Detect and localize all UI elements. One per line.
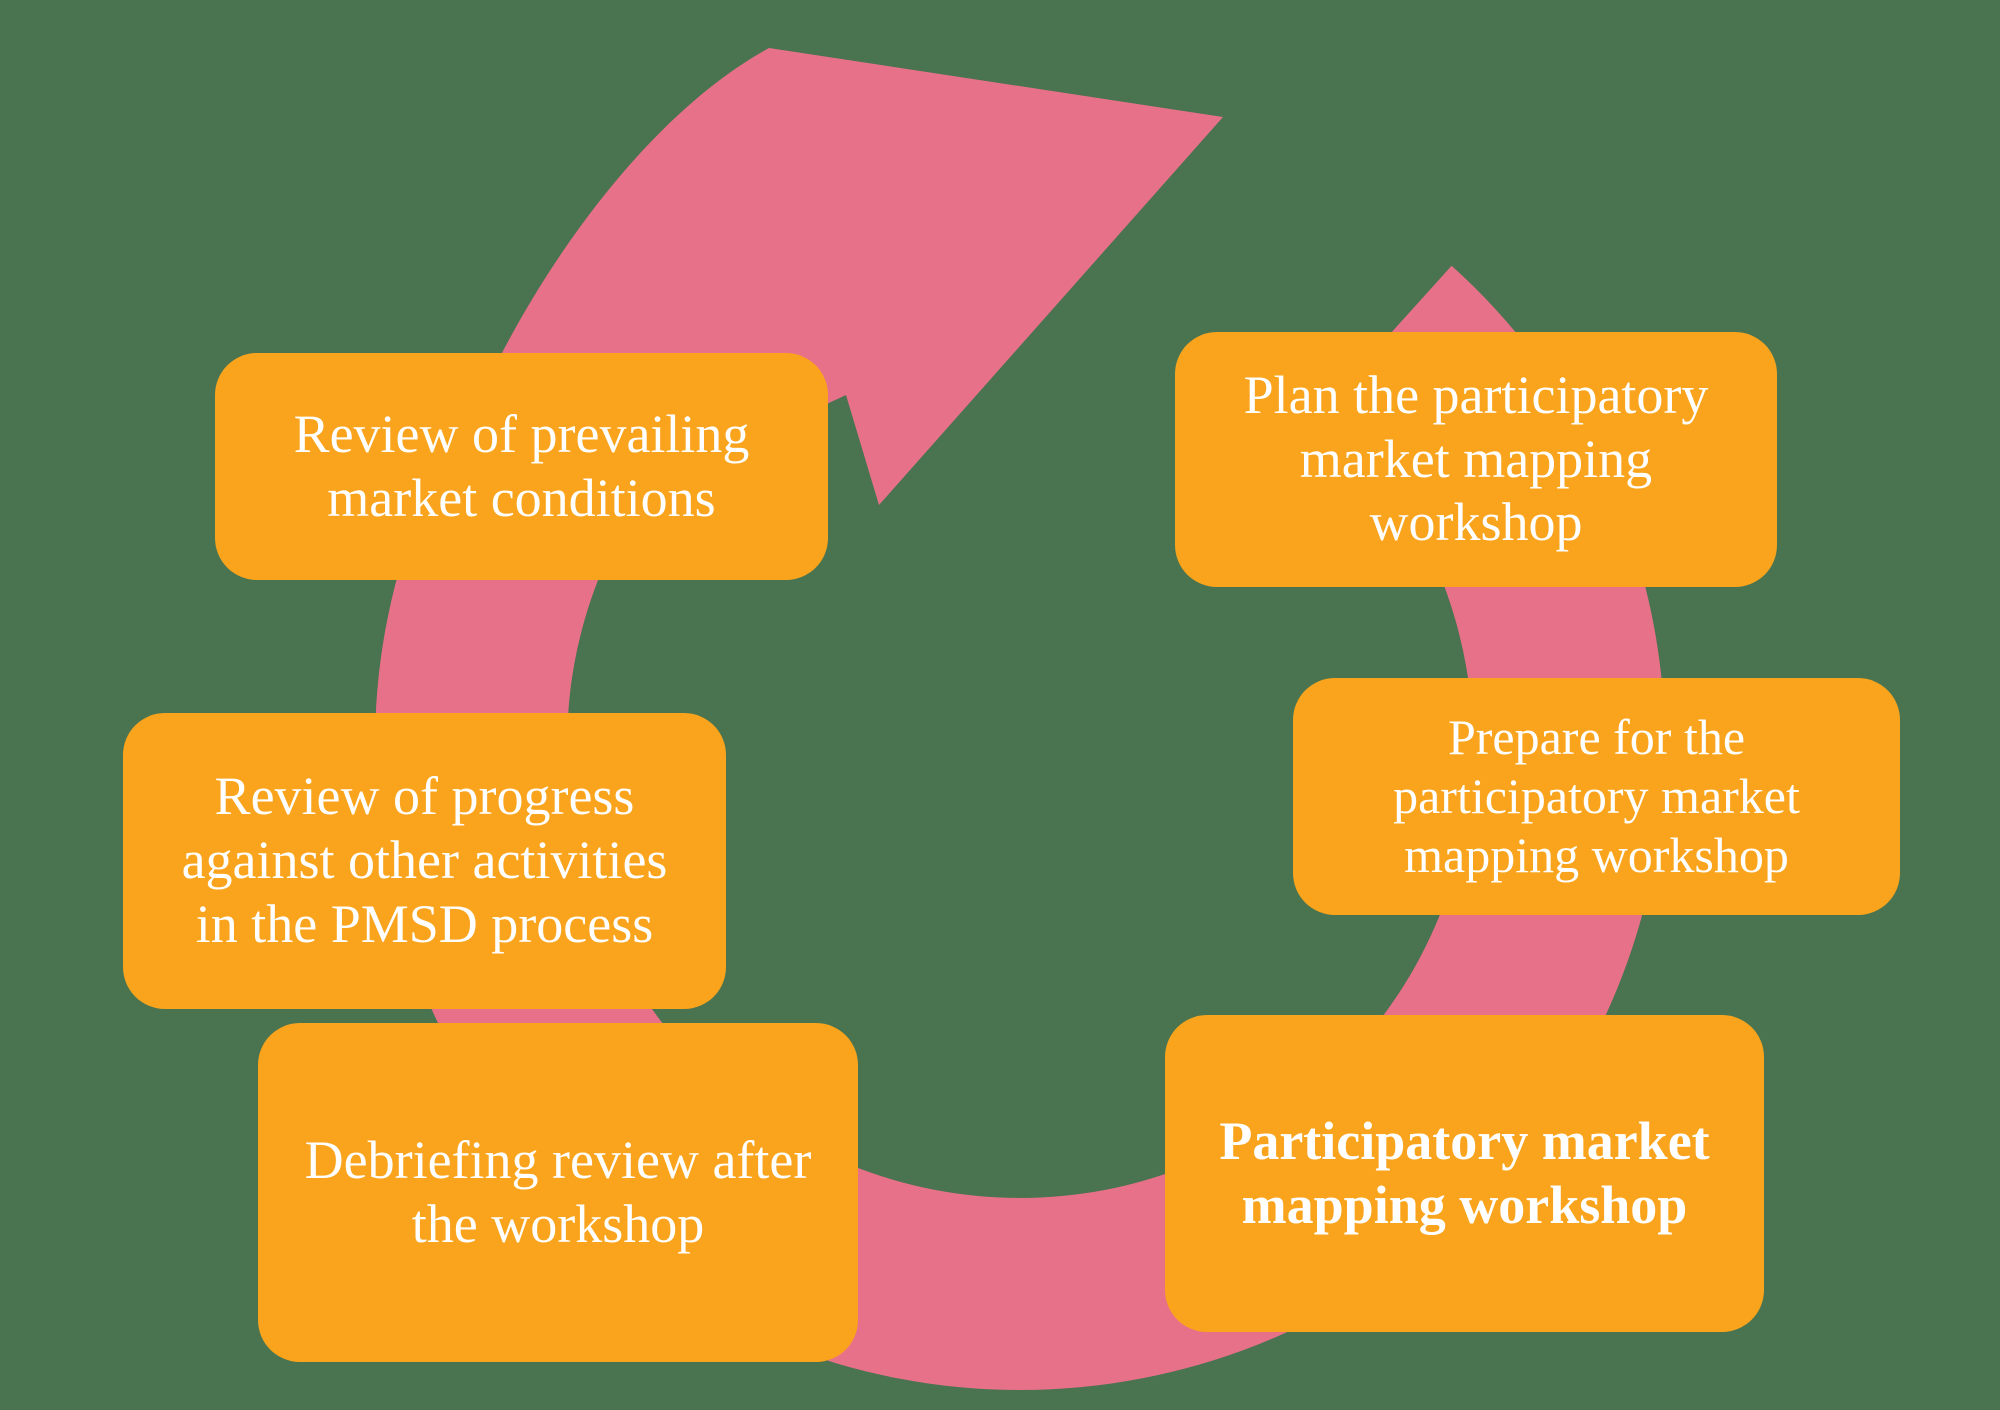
step-label: Review of prevailing market conditions (293, 403, 750, 528)
step-box-review-prevailing: Review of prevailing market conditions (215, 353, 828, 580)
step-label: Debriefing review after the workshop (304, 1129, 812, 1254)
step-label: Plan the participatory market mapping wo… (1243, 364, 1709, 553)
cycle-arrowhead-shape (378, 48, 1223, 857)
step-box-plan-workshop: Plan the participatory market mapping wo… (1175, 332, 1777, 587)
step-box-debriefing-review: Debriefing review after the workshop (258, 1023, 858, 1362)
step-box-review-progress: Review of progress against other activit… (123, 713, 726, 1009)
step-label: Review of progress against other activit… (181, 766, 668, 954)
step-label: Participatory market mapping workshop (1219, 1110, 1710, 1235)
step-box-participatory-workshop: Participatory market mapping workshop (1165, 1015, 1764, 1332)
step-box-prepare-workshop: Prepare for the participatory market map… (1293, 678, 1900, 915)
step-label: Prepare for the participatory market map… (1393, 709, 1800, 883)
